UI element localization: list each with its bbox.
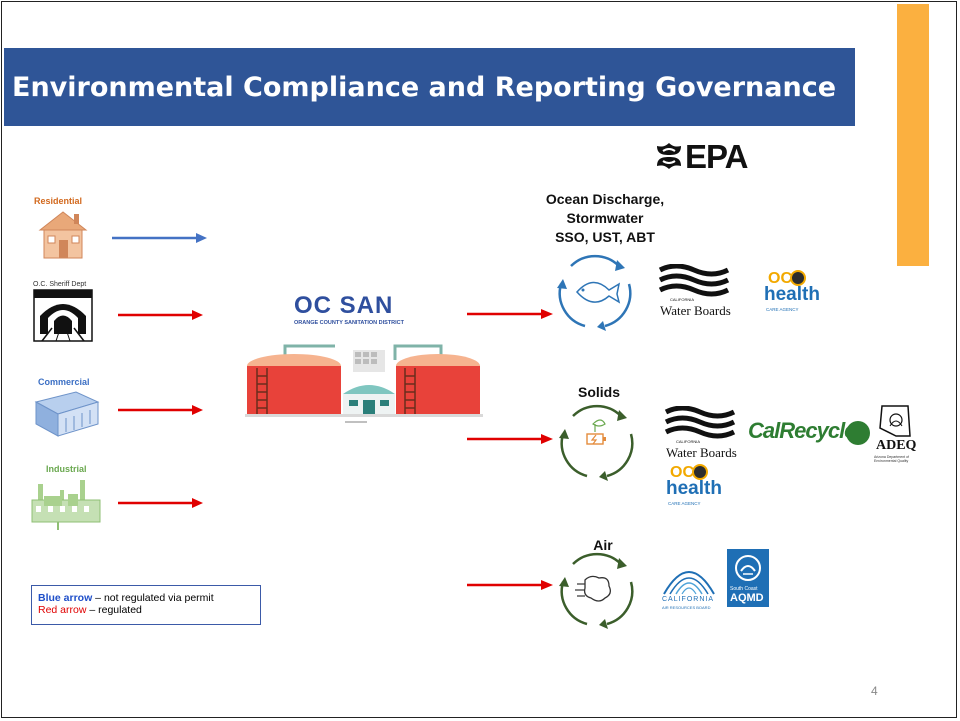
epa-flower-icon bbox=[657, 143, 681, 169]
ocean-line-3: SSO, UST, ABT bbox=[555, 229, 655, 245]
solids-cycle-icon bbox=[559, 404, 634, 481]
air-label: Air bbox=[593, 537, 613, 553]
ocsan-name: OC SAN bbox=[294, 292, 394, 319]
residential-label: Residential bbox=[34, 196, 83, 206]
legend-red-text: – regulated bbox=[86, 604, 142, 616]
ocean-line-1: Ocean Discharge, bbox=[545, 191, 665, 207]
epa-text: EPA bbox=[685, 138, 748, 175]
ocsan-subtitle: ORANGE COUNTY SANITATION DISTRICT bbox=[294, 320, 404, 326]
ocean-discharge-label: Ocean Discharge, Stormwater SSO, UST, AB… bbox=[530, 190, 680, 247]
arizona-state-icon bbox=[879, 405, 911, 437]
oc-health-text: health bbox=[666, 478, 722, 499]
oc-health-top: OC bbox=[768, 270, 792, 287]
output-arrows bbox=[467, 309, 553, 590]
water-boards-text: Water Boards bbox=[660, 303, 731, 318]
air-cycle-icon bbox=[559, 552, 634, 629]
water-boards-logo-solids: CALIFORNIA Water Boards bbox=[662, 405, 742, 462]
red-arrow-tunnel bbox=[118, 310, 203, 320]
solids-label: Solids bbox=[577, 384, 620, 400]
oc-health-sub: CARE AGENCY bbox=[668, 501, 701, 506]
adeq-text: ADEQ bbox=[876, 438, 917, 453]
factory-icon bbox=[31, 480, 101, 530]
commercial-label: Commercial bbox=[38, 377, 90, 387]
water-boards-text: Water Boards bbox=[666, 445, 737, 460]
legend-red-label: Red arrow bbox=[38, 604, 87, 616]
calrecycle-logo: CalRecycle bbox=[748, 416, 873, 452]
treatment-plant-illustration bbox=[245, 344, 483, 423]
red-arrow-industrial bbox=[118, 498, 203, 508]
legend-blue-label: Blue arrow bbox=[38, 592, 93, 604]
oc-health-logo-ocean: OC health CARE AGENCY bbox=[760, 270, 820, 320]
ocean-line-2: Stormwater bbox=[566, 210, 644, 226]
water-boards-small: CALIFORNIA bbox=[670, 297, 695, 302]
blue-arrow-residential bbox=[112, 233, 207, 243]
title-bar: Environmental Compliance and Reporting G… bbox=[4, 48, 855, 126]
red-arrow-ocean bbox=[467, 309, 553, 319]
carb-sub: AIR RESOURCES BOARD bbox=[662, 605, 711, 610]
epa-logo: EPA bbox=[655, 138, 755, 175]
oc-health-sub: CARE AGENCY bbox=[766, 307, 799, 312]
aqmd-top: South Coast bbox=[730, 586, 758, 592]
legend-blue-row: Blue arrow – not regulated via permit bbox=[38, 592, 254, 604]
legend-box: Blue arrow – not regulated via permit Re… bbox=[31, 585, 261, 625]
red-arrow-commercial bbox=[118, 405, 203, 415]
oc-health-logo-solids: OC health CARE AGENCY bbox=[662, 464, 722, 514]
red-arrow-air bbox=[467, 580, 553, 590]
adeq-sub: Arizona Department of Environmental Qual… bbox=[874, 455, 910, 463]
slide-title: Environmental Compliance and Reporting G… bbox=[12, 71, 837, 103]
input-arrows bbox=[112, 233, 207, 508]
tunnel-label: O.C. Sheriff Dept bbox=[33, 281, 87, 288]
accent-bar bbox=[897, 4, 929, 266]
page-number: 4 bbox=[871, 684, 878, 698]
tunnel-icon bbox=[33, 289, 93, 342]
water-boards-logo-ocean: CALIFORNIA Water Boards bbox=[656, 263, 736, 320]
ocsan-logo: OC SAN ORANGE COUNTY SANITATION DISTRICT bbox=[292, 292, 432, 332]
oc-health-emblem-icon bbox=[692, 464, 708, 480]
commercial-building-icon bbox=[34, 391, 100, 437]
oc-health-text: health bbox=[764, 284, 820, 305]
calrecycle-text: CalRecycle bbox=[748, 418, 856, 443]
legend-red-row: Red arrow – regulated bbox=[38, 604, 254, 616]
ocean-cycle-icon bbox=[557, 254, 632, 331]
house-icon bbox=[38, 211, 88, 259]
water-boards-waves-icon bbox=[664, 405, 736, 439]
water-boards-waves-icon bbox=[658, 263, 730, 297]
aqmd-emblem-icon bbox=[735, 555, 761, 581]
carb-logo: CALIFORNIA AIR RESOURCES BOARD bbox=[660, 556, 720, 612]
oc-health-top: OC bbox=[670, 464, 694, 481]
aqmd-text: AQMD bbox=[730, 592, 764, 604]
aqmd-logo: South Coast AQMD bbox=[727, 549, 769, 607]
industrial-label: Industrial bbox=[46, 464, 87, 474]
oc-health-emblem-icon bbox=[790, 270, 806, 286]
calrecycle-leaf-icon bbox=[846, 421, 870, 445]
carb-arc-icon bbox=[663, 571, 715, 595]
adeq-logo: ADEQ Arizona Department of Environmental… bbox=[872, 404, 932, 468]
water-boards-small: CALIFORNIA bbox=[676, 439, 701, 444]
legend-blue-text: – not regulated via permit bbox=[92, 592, 214, 604]
carb-text: CALIFORNIA bbox=[662, 596, 715, 603]
red-arrow-solids bbox=[467, 434, 553, 444]
